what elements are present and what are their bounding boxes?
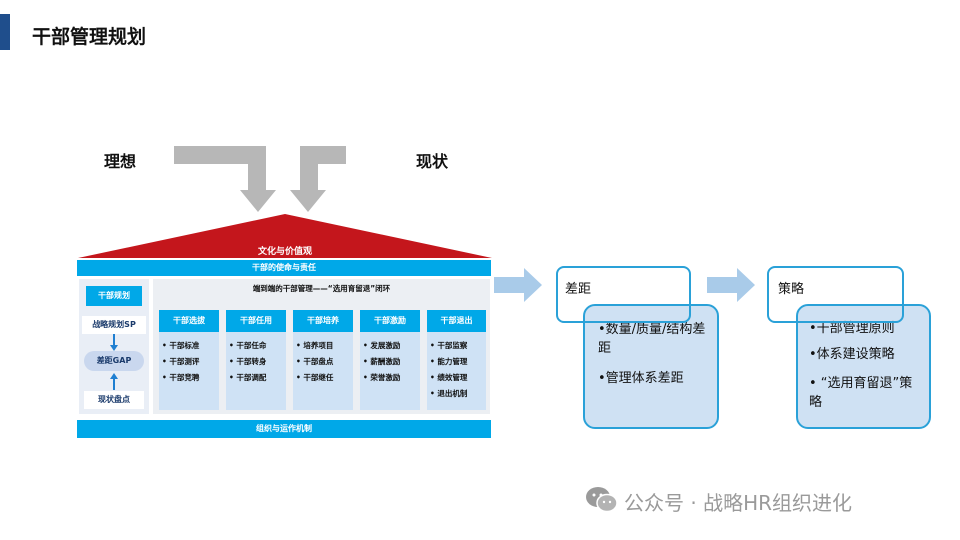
column-item: 退出机制 xyxy=(430,388,467,399)
column-item: 荣誉激励 xyxy=(363,372,400,383)
column-item: 薪酬激励 xyxy=(363,356,400,367)
right-arrow-icon xyxy=(494,268,542,302)
strategy-sp-box: 战略规划SP xyxy=(82,316,146,334)
gap-detail-box xyxy=(583,304,719,429)
planning-header: 干部规划 xyxy=(86,286,142,306)
down-arrow-icon xyxy=(110,334,118,351)
title-accent-bar xyxy=(0,14,10,50)
column-item: 干部监察 xyxy=(430,340,467,351)
column-title-selection: 干部选拔 xyxy=(159,310,219,332)
page-title: 干部管理规划 xyxy=(32,26,147,48)
column-item: 干部竞聘 xyxy=(162,372,199,383)
column-item: 干部任命 xyxy=(229,340,266,351)
culture-values-label: 文化与价值观 xyxy=(257,247,312,257)
inventory-box: 现状盘点 xyxy=(84,391,144,409)
ideal-label: 理想 xyxy=(104,152,137,171)
column-title-incentive: 干部激励 xyxy=(360,310,420,332)
gap-oval: 差距GAP xyxy=(84,351,144,371)
column-title-exit: 干部退出 xyxy=(427,310,486,332)
strategy-title-box xyxy=(767,266,904,323)
current-arrow xyxy=(290,146,346,212)
strategy-item: •体系建设策略 xyxy=(809,347,895,362)
strategy-detail-box xyxy=(796,304,931,429)
column-item: 发展激励 xyxy=(363,340,400,351)
column-item: 培养项目 xyxy=(296,340,333,351)
column-item: 绩效管理 xyxy=(430,372,467,383)
foundation-band: 组织与运作机制 xyxy=(77,420,491,438)
gap-item: •管理体系差距 xyxy=(598,371,684,386)
roof-shape xyxy=(78,214,492,258)
gap-title-box xyxy=(556,266,691,323)
column-item: 能力管理 xyxy=(430,356,467,367)
column-title-development: 干部培养 xyxy=(293,310,353,332)
column-item: 干部盘点 xyxy=(296,356,333,367)
gap-title: 差距 xyxy=(565,282,592,297)
column-item: 干部转身 xyxy=(229,356,266,367)
ideal-arrow xyxy=(174,146,276,212)
wechat-icon xyxy=(586,487,618,513)
column-item: 干部调配 xyxy=(229,372,266,383)
loop-title: 端到端的干部管理——“选用育留退”闭环 xyxy=(252,284,391,293)
column-title-appointment: 干部任用 xyxy=(226,310,286,332)
strategy-title: 策略 xyxy=(778,282,805,297)
gap-item: •数量/质量/结构差距 xyxy=(598,322,706,356)
column-item: 干部继任 xyxy=(296,372,333,383)
strategy-item: •干部管理原则 xyxy=(809,321,895,336)
strategy-item: • “选用育留退”策略 xyxy=(809,376,913,410)
current-label: 现状 xyxy=(416,152,449,171)
column-item: 干部标准 xyxy=(162,340,199,351)
watermark-text: 公众号 · 战略HR组织进化 xyxy=(624,491,853,515)
up-arrow-icon xyxy=(110,373,118,390)
convergence-arrows xyxy=(174,146,346,212)
right-arrow-icon xyxy=(707,268,755,302)
column-item: 干部测评 xyxy=(162,356,199,367)
mission-band: 干部的使命与责任 xyxy=(77,260,491,276)
